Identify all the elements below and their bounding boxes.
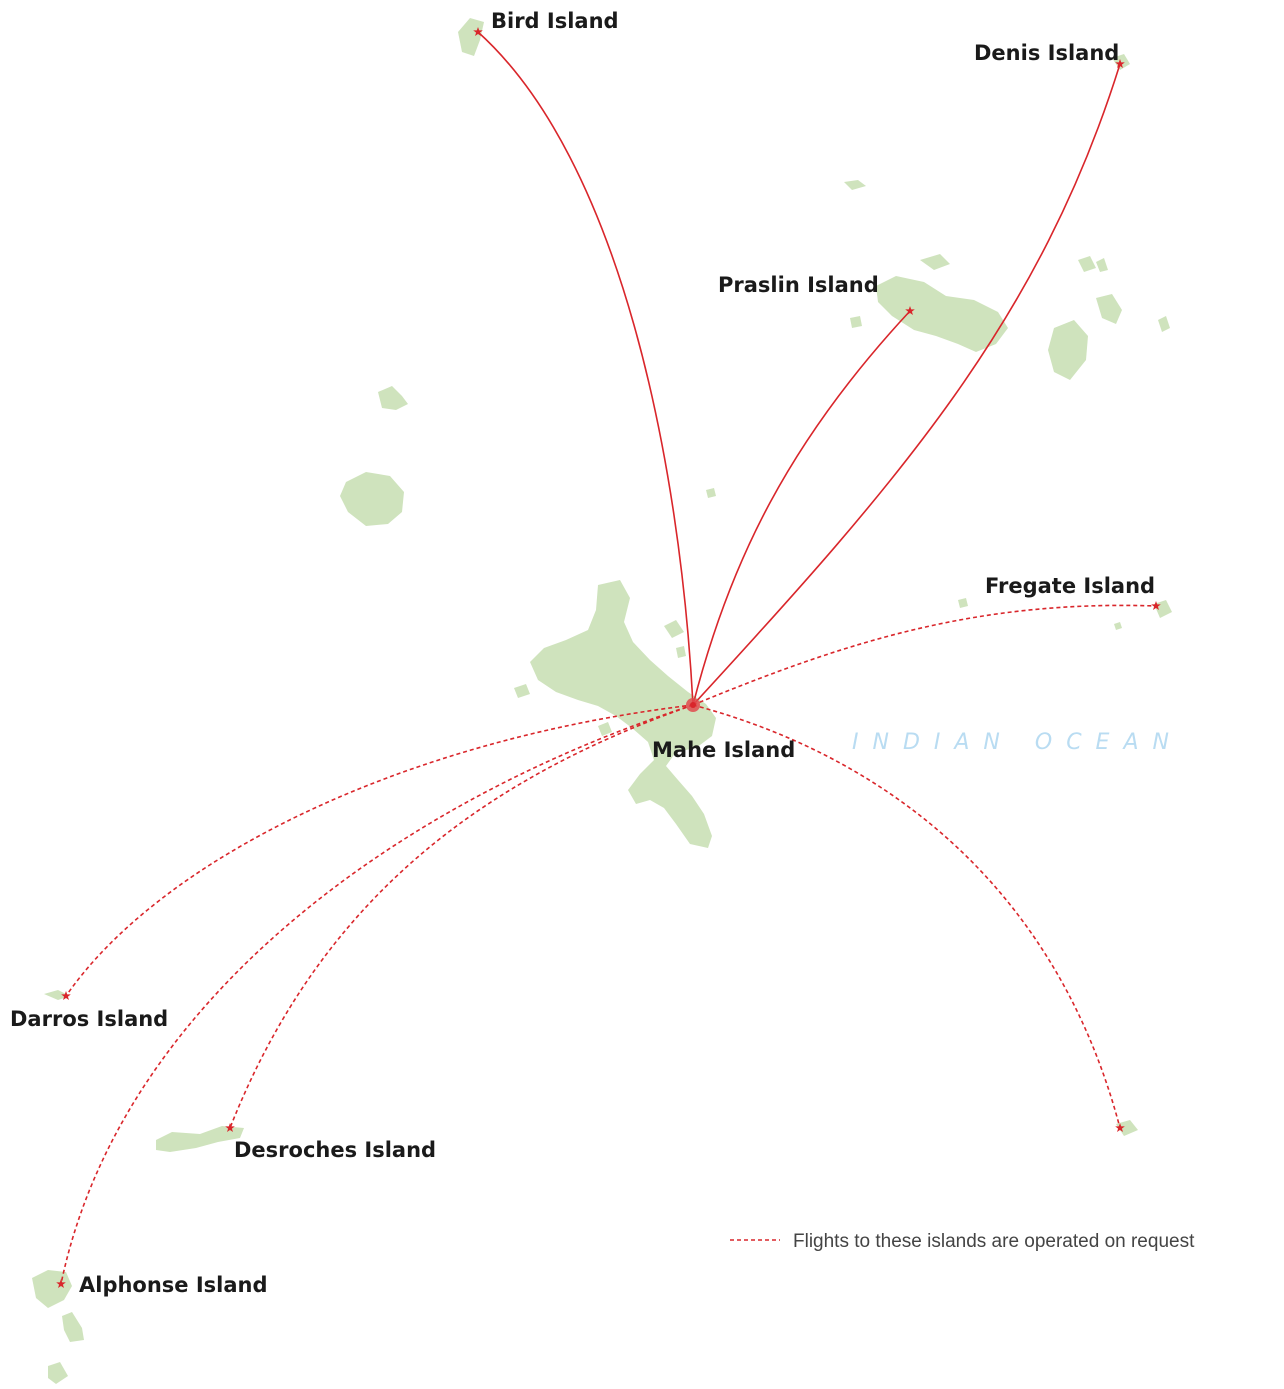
desroches-island-landmass	[156, 1126, 244, 1152]
ocean-label: INDIAN OCEAN	[852, 730, 1183, 755]
desroches-star-icon	[225, 1123, 235, 1132]
route-denis	[692, 63, 1121, 706]
silhouette-landmass	[340, 472, 404, 526]
mahe-landmass	[530, 580, 716, 848]
north-island-landmass	[378, 386, 408, 410]
mahe-islet-4	[598, 722, 612, 736]
mahe-islet-3	[676, 646, 686, 658]
la-digue-landmass	[1048, 320, 1088, 380]
hub-dot-icon	[690, 702, 696, 708]
label-denis-island: Denis Island	[974, 41, 1119, 65]
mahe-islet-1	[514, 684, 530, 698]
fregate-star-icon	[1151, 601, 1161, 610]
label-praslin-island: Praslin Island	[718, 273, 879, 297]
bird-island-landmass	[458, 18, 484, 56]
island-labels: Bird Island Denis Island Praslin Island …	[10, 9, 1155, 1297]
label-mahe-island: Mahe Island	[652, 738, 795, 762]
alphonse-islet-2	[48, 1362, 68, 1384]
land-masses	[32, 18, 1172, 1384]
praslin-islet-5	[1096, 258, 1108, 272]
small-islet-east	[1114, 622, 1122, 630]
routes	[60, 31, 1157, 1285]
destination-markers	[56, 27, 1161, 1288]
alphonse-island-landmass	[32, 1270, 72, 1308]
route-fregate	[692, 604, 1157, 706]
route-southeast	[692, 704, 1121, 1129]
praslin-star-icon	[905, 306, 915, 315]
route-praslin	[692, 310, 911, 706]
label-fregate-island: Fregate Island	[985, 574, 1155, 598]
southeast-star-icon	[1115, 1123, 1125, 1132]
label-bird-island: Bird Island	[491, 9, 619, 33]
praslin-islet-6	[1158, 316, 1170, 332]
label-alphonse-island: Alphonse Island	[79, 1273, 268, 1297]
route-desroches	[229, 704, 694, 1129]
praslin-islet-3	[844, 180, 866, 190]
praslin-islet-2	[850, 316, 862, 328]
bird-star-icon	[473, 27, 483, 36]
fregate-islet	[958, 598, 968, 608]
small-islet-center	[706, 488, 716, 498]
praslin-islet-1	[920, 254, 950, 270]
fregate-island-landmass	[1154, 600, 1172, 618]
label-desroches-island: Desroches Island	[234, 1138, 436, 1162]
southeast-island-landmass	[1116, 1120, 1138, 1136]
alphonse-islet-1	[62, 1312, 84, 1342]
denis-star-icon	[1115, 59, 1125, 68]
mahe-hub-marker	[686, 698, 700, 712]
alphonse-star-icon	[56, 1279, 66, 1288]
praslin-landmass	[876, 276, 1008, 352]
route-bird	[477, 31, 694, 706]
route-alphonse	[60, 704, 694, 1285]
felicite-landmass	[1096, 294, 1122, 324]
mahe-islet-2	[664, 620, 684, 638]
route-darros	[65, 704, 694, 997]
legend: Flights to these islands are operated on…	[730, 1231, 1195, 1252]
praslin-islet-4	[1078, 256, 1096, 272]
label-darros-island: Darros Island	[10, 1007, 168, 1031]
darros-island-landmass	[44, 990, 70, 1000]
legend-text: Flights to these islands are operated on…	[793, 1231, 1195, 1252]
darros-star-icon	[61, 991, 71, 1000]
